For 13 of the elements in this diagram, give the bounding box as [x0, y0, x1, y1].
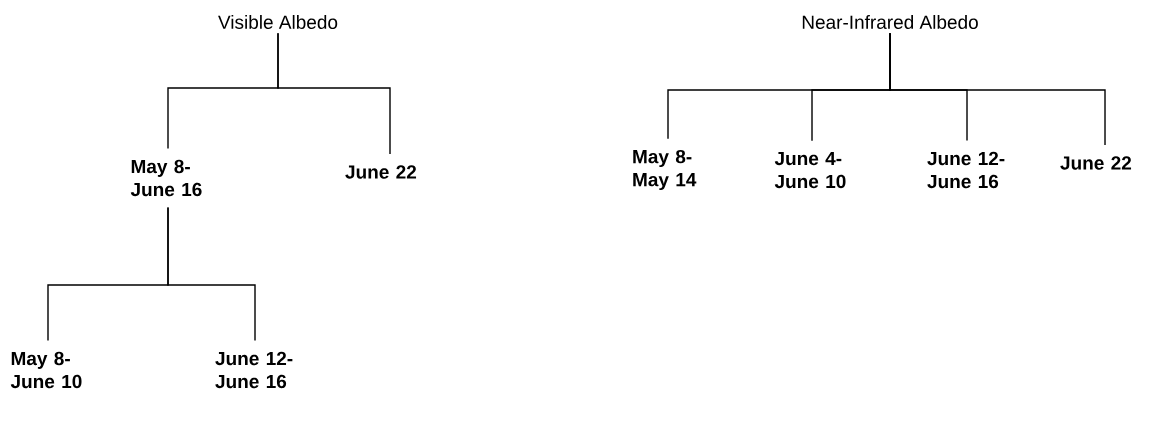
tree-label: June 12- June 16	[927, 151, 1005, 189]
tree-connector	[277, 32, 391, 155]
tree-label: May 8- May 14	[633, 149, 697, 191]
tree-label: June 12- June 16	[215, 351, 293, 389]
tree-connector	[889, 32, 1106, 146]
tree-label: June 22	[1060, 156, 1132, 170]
tree-connector	[167, 206, 256, 342]
tree-label: Visible Albedo	[218, 15, 338, 29]
tree-label: June 4- June 10	[774, 151, 846, 189]
tree-label: May 8- June 16	[130, 159, 202, 197]
tree-label: May 8- June 10	[10, 351, 82, 389]
tree-label: Near-Infrared Albedo	[802, 15, 978, 29]
tree-label: June 22	[345, 165, 417, 179]
